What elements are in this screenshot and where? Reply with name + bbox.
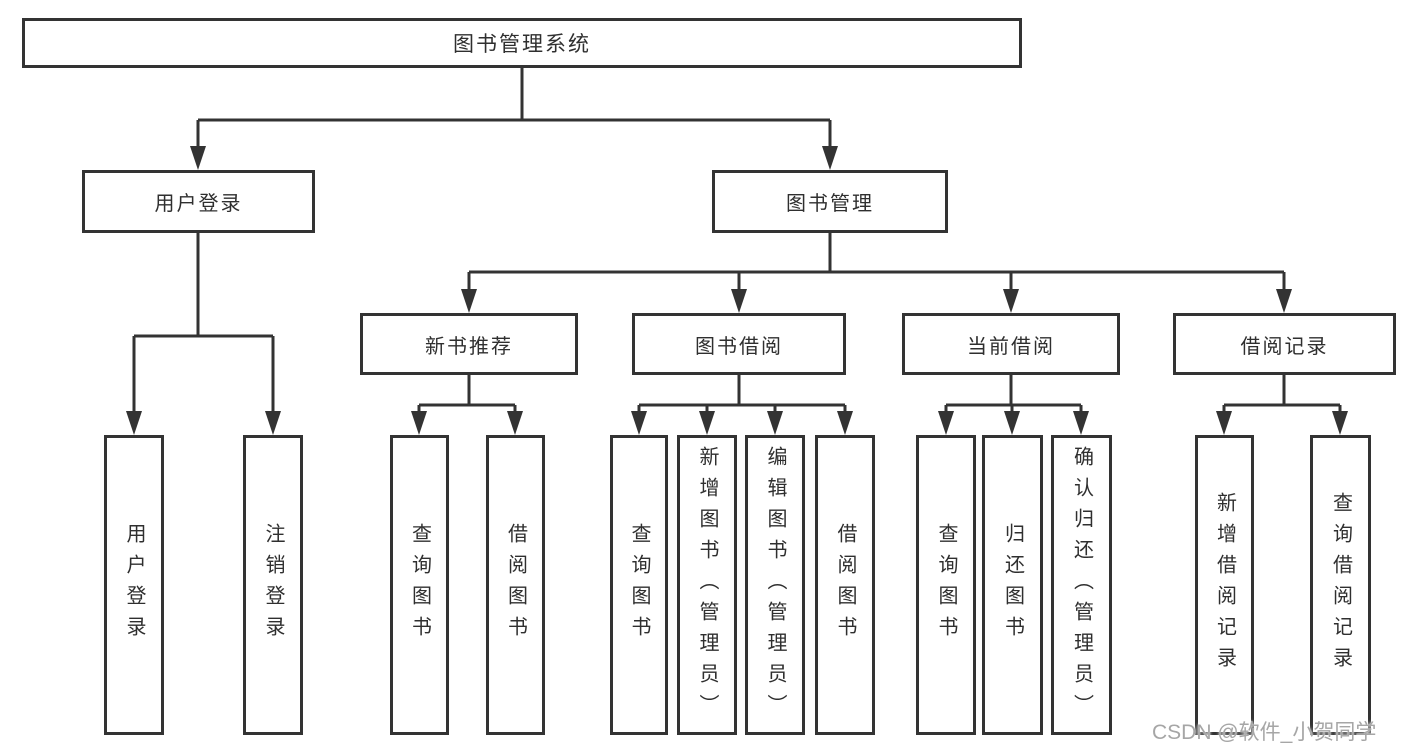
connector-book-management-trunk: [467, 233, 1286, 307]
node-label: 借阅记录: [1240, 335, 1329, 358]
leaf-confirm-return-admin: 确认归还（管理员）: [1051, 435, 1112, 735]
leaf-borrow-books-recommend: 借阅图书: [486, 435, 545, 735]
node-label: 当前借阅: [967, 335, 1055, 358]
leaf-label: 确认归还（管理员）: [1070, 445, 1093, 725]
connector-borrowing-records-subtree: [1222, 375, 1342, 429]
connector-root-trunk: [196, 68, 832, 164]
leaf-logout: 注销登录: [243, 435, 303, 735]
leaf-label: 新增图书（管理员）: [696, 445, 718, 725]
leaf-label: 注销登录: [262, 523, 284, 647]
node-label: 图书借阅: [695, 335, 783, 358]
leaf-return-books: 归还图书: [982, 435, 1043, 735]
leaf-label: 归还图书: [1001, 523, 1024, 647]
leaf-label: 查询图书: [628, 523, 650, 647]
connector-book-borrowing-subtree: [637, 375, 847, 429]
node-label: 用户登录: [154, 193, 243, 215]
node-label: 新书推荐: [425, 335, 513, 358]
leaf-label: 借阅图书: [834, 523, 856, 647]
node-book-borrowing: 图书借阅: [632, 313, 846, 375]
csdn-watermark: CSDN @软件_小贺同学: [1152, 721, 1377, 744]
leaf-label: 借阅图书: [504, 523, 527, 647]
leaf-query-borrow-record: 查询借阅记录: [1310, 435, 1371, 735]
leaf-label: 新增借阅记录: [1213, 492, 1236, 678]
node-user-login: 用户登录: [82, 170, 315, 233]
leaf-add-borrow-record: 新增借阅记录: [1195, 435, 1254, 735]
leaf-user-login: 用户登录: [104, 435, 164, 735]
leaf-add-books-admin: 新增图书（管理员）: [677, 435, 737, 735]
leaf-edit-books-admin: 编辑图书（管理员）: [745, 435, 805, 735]
node-label: 图书管理: [786, 193, 874, 215]
leaf-label: 查询借阅记录: [1329, 492, 1352, 678]
node-borrowing-records: 借阅记录: [1173, 313, 1396, 375]
leaf-query-books-borrowing: 查询图书: [610, 435, 668, 735]
connector-user-login-subtree: [132, 233, 275, 429]
node-book-management: 图书管理: [712, 170, 948, 233]
leaf-borrow-books-borrowing: 借阅图书: [815, 435, 875, 735]
leaf-query-books-recommend: 查询图书: [390, 435, 449, 735]
leaf-query-books-current: 查询图书: [916, 435, 976, 735]
node-current-borrowing: 当前借阅: [902, 313, 1120, 375]
leaf-label: 查询图书: [935, 523, 957, 647]
node-label: 图书管理系统: [453, 33, 591, 56]
leaf-label: 查询图书: [408, 523, 431, 647]
node-new-book-recommendation: 新书推荐: [360, 313, 578, 375]
arrowheads: [126, 146, 1348, 435]
connector-new-book-subtree: [417, 375, 517, 429]
node-library-management-system: 图书管理系统: [22, 18, 1022, 68]
leaf-label: 编辑图书（管理员）: [764, 445, 786, 725]
leaf-label: 用户登录: [123, 523, 145, 647]
